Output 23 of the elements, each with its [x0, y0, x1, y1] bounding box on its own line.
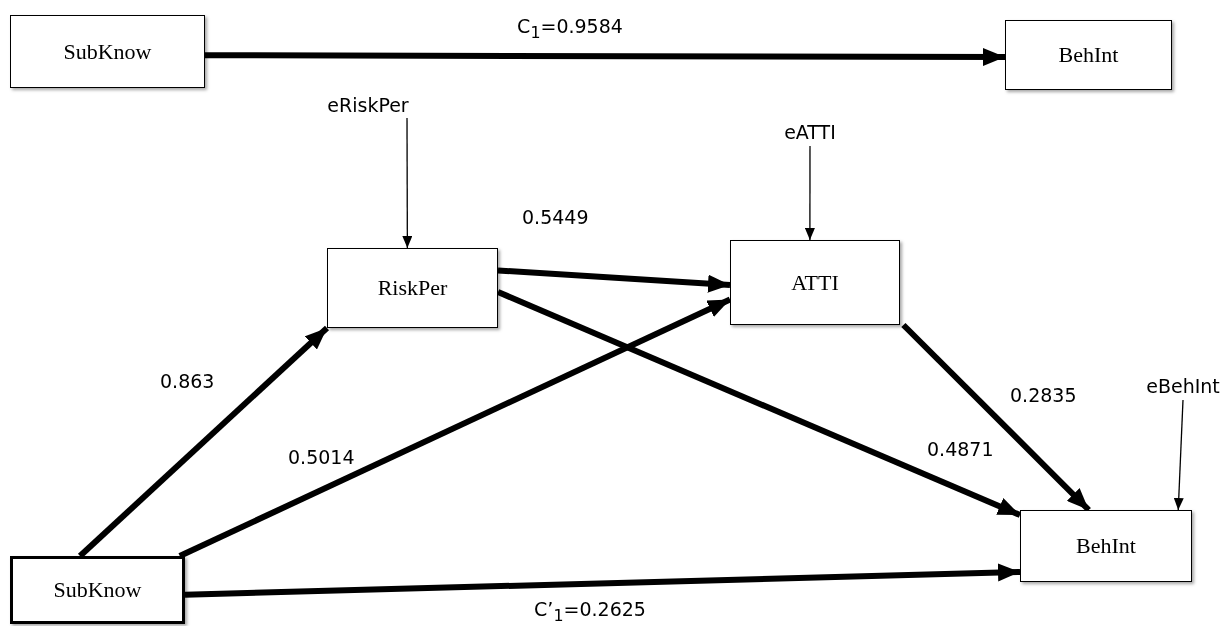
node-box [730, 240, 900, 325]
arrow [804, 145, 815, 241]
error-term-label: eRiskPer [327, 94, 409, 116]
node-label: RiskPer [377, 275, 448, 301]
error-term-label: eBehInt [1146, 375, 1220, 397]
node-box [327, 248, 498, 328]
arrow [178, 296, 732, 559]
arrow [497, 267, 731, 293]
arrow [402, 117, 413, 249]
arrow [496, 289, 1022, 518]
node-label: SubKnow [63, 38, 152, 65]
error-term-label: eATTI [784, 121, 836, 143]
node-label: BehInt [1076, 533, 1136, 559]
node-label: BehInt [1058, 42, 1119, 68]
node-box [10, 556, 185, 624]
arrow [184, 563, 1021, 598]
node-box [10, 15, 205, 88]
arrow [1173, 399, 1184, 511]
node-box [1005, 20, 1172, 90]
arrow [205, 48, 1005, 67]
node-label: ATTI [791, 269, 839, 296]
node-label: SubKnow [53, 577, 142, 603]
node-box [1020, 510, 1192, 582]
